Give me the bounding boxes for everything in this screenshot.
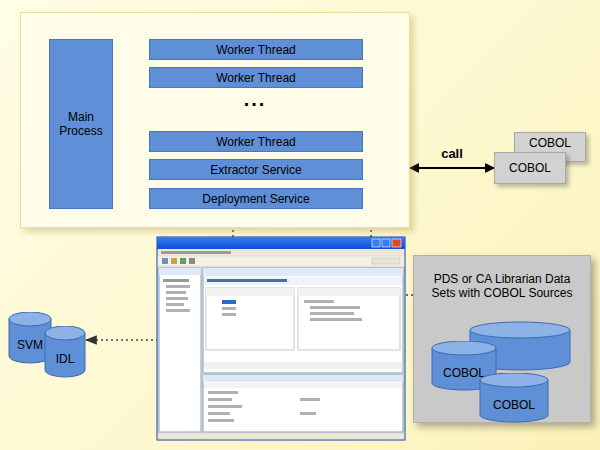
property-row xyxy=(208,405,242,408)
properties-panel xyxy=(203,375,403,432)
service-bar: Extractor Service xyxy=(149,159,363,180)
node-text: COBOL xyxy=(529,136,571,150)
property-value xyxy=(300,412,316,415)
tree-row xyxy=(304,300,334,303)
panel-header xyxy=(203,375,403,382)
tree-view xyxy=(206,288,294,350)
panel-header xyxy=(159,268,201,275)
property-row xyxy=(208,412,230,415)
selected-row xyxy=(222,300,236,304)
node-text: COBOL xyxy=(493,398,535,412)
cylinder-top xyxy=(432,341,496,355)
status-bar xyxy=(158,433,404,439)
title-bar xyxy=(157,237,405,249)
source-cylinder: COBOL xyxy=(479,373,549,423)
editor-tabs xyxy=(204,362,402,369)
menu-bar xyxy=(158,249,404,256)
cylinder-top xyxy=(470,322,570,338)
tree-row xyxy=(163,279,189,282)
cylinder-top xyxy=(480,373,548,387)
menu-items xyxy=(161,251,231,254)
database-cylinder: IDL xyxy=(44,326,86,378)
thread-bar: Worker Thread xyxy=(149,131,363,152)
text-holder: Extractor Service xyxy=(150,160,362,179)
property-row xyxy=(208,398,232,401)
node-text: PDS or CA Librarian Data Sets with COBOL… xyxy=(420,272,584,300)
tree-row xyxy=(166,297,188,300)
editor-panel xyxy=(203,268,403,373)
node-text: Worker Thread xyxy=(216,43,296,57)
text-holder: IDL xyxy=(44,340,86,378)
window-button xyxy=(372,239,380,247)
close-button xyxy=(392,239,401,247)
node-text: Extractor Service xyxy=(210,163,301,177)
cylinder-top xyxy=(45,326,85,340)
thread-bar: Worker Thread xyxy=(149,67,363,88)
cylinder-top xyxy=(9,312,51,326)
program-box: COBOL xyxy=(494,152,566,184)
text-holder: Worker Thread xyxy=(150,68,362,87)
text-holder: COBOL xyxy=(495,153,565,183)
process-box: Main Process xyxy=(49,39,113,209)
window-button xyxy=(382,239,390,247)
text-holder: Deployment Service xyxy=(150,189,362,208)
text-holder: Main Process xyxy=(50,40,112,208)
editor-heading-bar xyxy=(207,279,287,282)
tree-row xyxy=(166,291,186,294)
tree-row xyxy=(310,318,362,321)
connector xyxy=(410,167,494,169)
property-row xyxy=(208,419,234,422)
node-text: COBOL xyxy=(509,161,551,175)
tool-icon xyxy=(162,258,168,264)
node-text: Deployment Service xyxy=(202,192,309,206)
tree-header xyxy=(206,288,294,296)
tool-icon xyxy=(189,258,195,264)
tree-header xyxy=(298,288,400,296)
node-text: SVM xyxy=(17,338,43,352)
thread-bar: Worker Thread xyxy=(149,39,363,60)
tree-row xyxy=(166,285,190,288)
process-frame: Main ProcessWorker ThreadWorker ThreadWo… xyxy=(20,12,410,228)
tool-icon xyxy=(180,258,186,264)
service-bar: Deployment Service xyxy=(149,188,363,209)
ellipsis-label: ... xyxy=(148,88,362,111)
property-value xyxy=(300,398,320,401)
tree-row xyxy=(166,303,184,306)
text-holder: COBOL xyxy=(479,387,549,423)
edge-label: call xyxy=(441,146,463,161)
text-holder: Worker Thread xyxy=(150,40,362,59)
tree-row xyxy=(310,306,360,309)
node-text: IDL xyxy=(56,352,75,366)
node-text: Worker Thread xyxy=(216,135,296,149)
table-header xyxy=(204,383,402,388)
window-frame xyxy=(157,237,405,440)
tree-row xyxy=(222,307,236,310)
property-row xyxy=(208,391,238,394)
perspective-switch xyxy=(372,258,400,264)
node-text: Worker Thread xyxy=(216,71,296,85)
tool-bar xyxy=(158,256,404,266)
editor-tab xyxy=(203,268,403,276)
tool-icon xyxy=(171,258,177,264)
tree-row xyxy=(222,313,236,316)
node-text: Main Process xyxy=(50,110,112,138)
node-text: COBOL xyxy=(443,366,485,380)
text-holder: Worker Thread xyxy=(150,132,362,151)
navigator-panel xyxy=(159,268,201,432)
tree-view xyxy=(298,288,400,350)
tree-row xyxy=(310,312,354,315)
tree-row xyxy=(166,309,190,312)
editor-banner xyxy=(204,277,402,285)
